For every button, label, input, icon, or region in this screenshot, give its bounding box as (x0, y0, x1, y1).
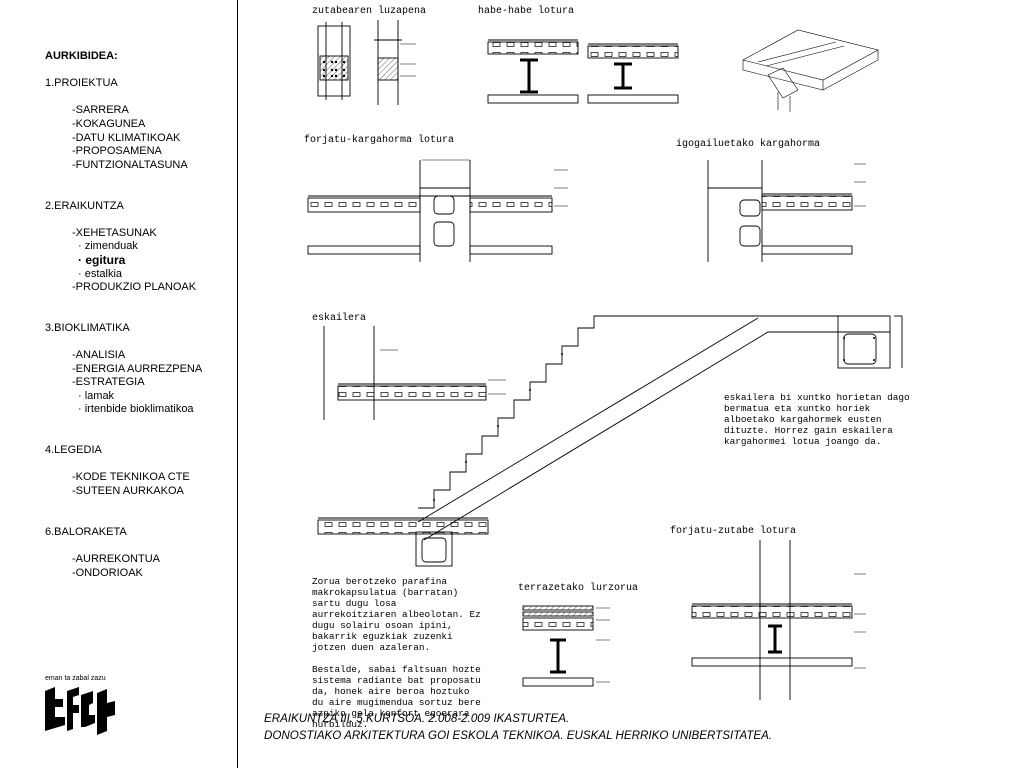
toc-item-datu-klimatikoak[interactable]: -DATU KLIMATIKOAK (72, 131, 181, 144)
toc-item-kode-teknikoa[interactable]: -KODE TEKNIKOA CTE (72, 471, 190, 484)
elevator-wall-detail: igogailuetako kargahorma (676, 138, 866, 262)
staircase-note: eskailera bi xuntko horietan dago bermat… (724, 392, 910, 447)
toc-item-produkzio-planoak[interactable]: -PRODUKZIO PLANOAK (72, 281, 197, 294)
toc-title: AURKIBIDEA: (45, 50, 118, 62)
toc-item-estrategia[interactable]: -ESTRATEGIA (72, 376, 145, 389)
toc-section-baloraketa[interactable]: 6.BALORAKETA (45, 525, 127, 538)
detail-title-slab-column: forjatu-zutabe lotura (670, 525, 796, 537)
toc-item-suteen-aurkakoa[interactable]: -SUTEEN AURKAKOA (72, 485, 184, 497)
terrace-floor-detail: terrazetako lurzorua (518, 582, 638, 687)
toc-section-bioklimatika[interactable]: 3.BIOKLIMATIKA (45, 321, 130, 334)
floor-heating-note: Zorua berotzeko parafina makrokapsulatua… (312, 576, 481, 730)
toc-item-xehetasunak[interactable]: -XEHETASUNAK (72, 226, 157, 239)
beam-beam-connection-detail: habe-habe lotura (478, 5, 879, 112)
toc-item-irtenbide-bioklimatikoa[interactable]: · irtenbide bioklimatikoa (78, 403, 194, 416)
toc-item-egitura[interactable]: · egitura (78, 252, 126, 267)
toc-item-ondorioak[interactable]: -ONDORIOAK (72, 566, 143, 579)
sidebar: AURKIBIDEA: 1.PROIEKTUA -SARRERA -KOKAGU… (0, 0, 238, 768)
footer-school-line: DONOSTIAKO ARKITEKTURA GOI ESKOLA TEKNIK… (264, 729, 773, 742)
toc-item-kokagunea[interactable]: -KOKAGUNEA (72, 117, 146, 130)
footer-course-line: ERAIKUNTZA III. 5.KURTSOA. 2.008-2.009 I… (264, 712, 570, 725)
toc-item-estalkia[interactable]: · estalkia (78, 267, 123, 280)
toc-item-proposamena[interactable]: -PROPOSAMENA (72, 145, 162, 158)
detail-title-column-extension: zutabearen luzapena (312, 5, 426, 17)
slab-column-connection-detail: forjatu-zutabe lotura (670, 525, 866, 700)
table-of-contents: AURKIBIDEA: 1.PROIEKTUA -SARRERA -KOKAGU… (45, 50, 235, 580)
toc-item-energia-aurrezpena[interactable]: -ENERGIA AURREZPENA (72, 362, 203, 375)
toc-item-zimenduak[interactable]: · zimenduak (78, 240, 138, 253)
construction-details-sheet: zutabearen luzapena habe-hab (238, 0, 1024, 768)
detail-title-slab-wall: forjatu-kargahorma lotura (304, 134, 454, 146)
toc-item-aurrekontua[interactable]: -AURREKONTUA (72, 552, 161, 565)
staircase-detail: eskailera (312, 312, 903, 567)
column-extension-detail: zutabearen luzapena (312, 5, 426, 105)
detail-title-terrace: terrazetako lurzorua (518, 582, 638, 594)
toc-item-analisia[interactable]: -ANALISIA (72, 349, 126, 362)
slab-bearing-wall-detail: forjatu-kargahorma lotura (304, 134, 568, 262)
drawing-canvas: zutabearen luzapena habe-hab (304, 5, 903, 700)
toc-item-funtzionaltasuna[interactable]: -FUNTZIONALTASUNA (72, 158, 188, 171)
detail-title-elevator-wall: igogailuetako kargahorma (676, 138, 820, 150)
logo-caption: eman ta zabal zazu (45, 675, 106, 682)
university-logo: eman ta zabal zazu (45, 675, 121, 742)
toc-section-eraikuntza[interactable]: 2.ERAIKUNTZA (45, 199, 124, 212)
toc-item-sarrera[interactable]: -SARRERA (72, 104, 129, 117)
ehu-logo-icon (45, 687, 115, 735)
toc-section-legedia[interactable]: 4.LEGEDIA (45, 444, 102, 457)
detail-title-beam-beam: habe-habe lotura (478, 5, 574, 17)
detail-title-staircase: eskailera (312, 312, 366, 324)
toc-item-lamak[interactable]: · lamak (78, 389, 115, 402)
toc-section-proiektua[interactable]: 1.PROIEKTUA (45, 77, 118, 90)
